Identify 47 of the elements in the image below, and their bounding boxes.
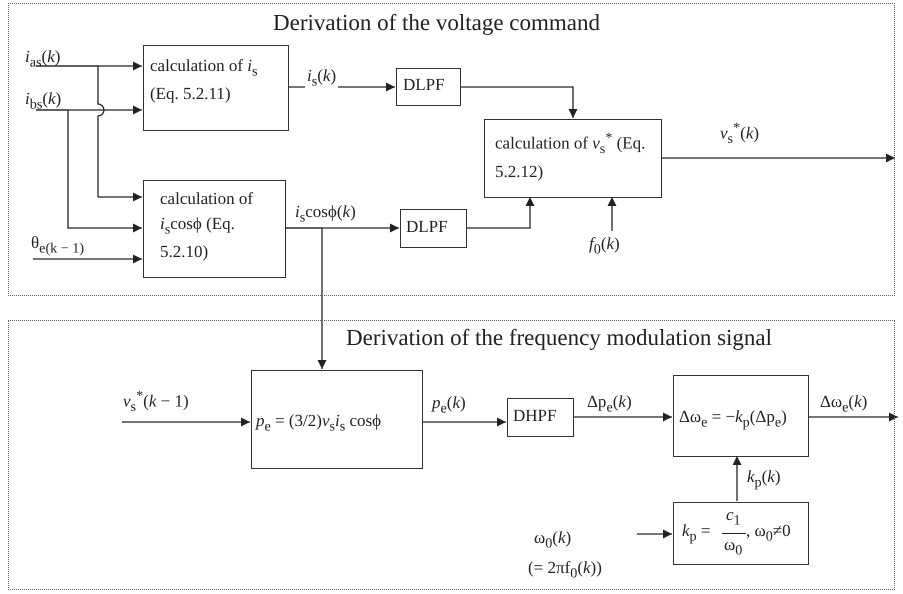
dotted-panel (8, 3, 895, 296)
box-text: DHPF (512, 405, 558, 427)
arrow (33, 254, 142, 264)
box-text: DLPF (402, 74, 446, 96)
box-text: p$_{e}$ = (3/2)v$_{s}$i$_{s}$ cosϕ (254, 410, 382, 436)
process-box (484, 119, 662, 198)
signal-label: f$_{0}$(k) (589, 232, 641, 262)
process-box (673, 375, 809, 457)
arrow (422, 418, 506, 426)
arrow (466, 197, 534, 229)
arrow (285, 227, 326, 369)
panel-heading: Derivation of the voltage command (273, 10, 600, 36)
box-text: DLPF (405, 216, 449, 238)
signal-label: i$_{bs}$(k) (25, 87, 85, 111)
arrow (732, 456, 742, 501)
signal-label: v$_{s}$$^{*}$(k − 1) (123, 386, 223, 423)
box-text: calculation of i$_{s}$cosϕ (Eq. 5.2.10) (159, 188, 254, 263)
formula-text: , ω$_{0}$≠0 (746, 521, 791, 546)
dotted-panel (8, 320, 895, 590)
edge-label: i$_{s}$(k) (305, 66, 338, 90)
process-box (143, 45, 289, 131)
panel-heading: Derivation of the frequency modulation signal (346, 325, 772, 351)
arrow (608, 197, 616, 231)
arrow (808, 412, 898, 422)
arrow (36, 65, 142, 202)
arrow (122, 418, 250, 426)
signal-label: θ$_{e(k − 1)}$ (31, 231, 109, 260)
box-text: calculation of i$_{s}$ (Eq. 5.2.11) (149, 55, 258, 105)
box-text: calculation of v$_{s}$$^{*}$ (Eq. 5.2.12) (494, 129, 646, 183)
formula-text: k$_{p}$ = (682, 521, 710, 546)
process-box (507, 398, 574, 437)
numerator: c$_{1}$ (726, 505, 741, 530)
arrow (637, 530, 672, 538)
process-box (251, 370, 423, 469)
signal-label: ω$_{0}$(k) (534, 528, 572, 552)
arrow (573, 412, 672, 422)
process-box (396, 68, 461, 106)
process-box (673, 502, 809, 565)
arrow (460, 86, 578, 118)
denominator: ω$_{0}$ (724, 535, 742, 560)
process-box (400, 209, 467, 248)
box-text: Δω$_{e}$ = −k$_{p}$(Δp$_{e}$) (678, 406, 788, 432)
arrow (661, 154, 895, 162)
arrow (36, 109, 142, 232)
edge-label: k$_{p}$(k) (745, 467, 783, 492)
process-box (143, 180, 286, 278)
signal-label: (= 2πf$_{0}$(k)) (528, 558, 602, 582)
